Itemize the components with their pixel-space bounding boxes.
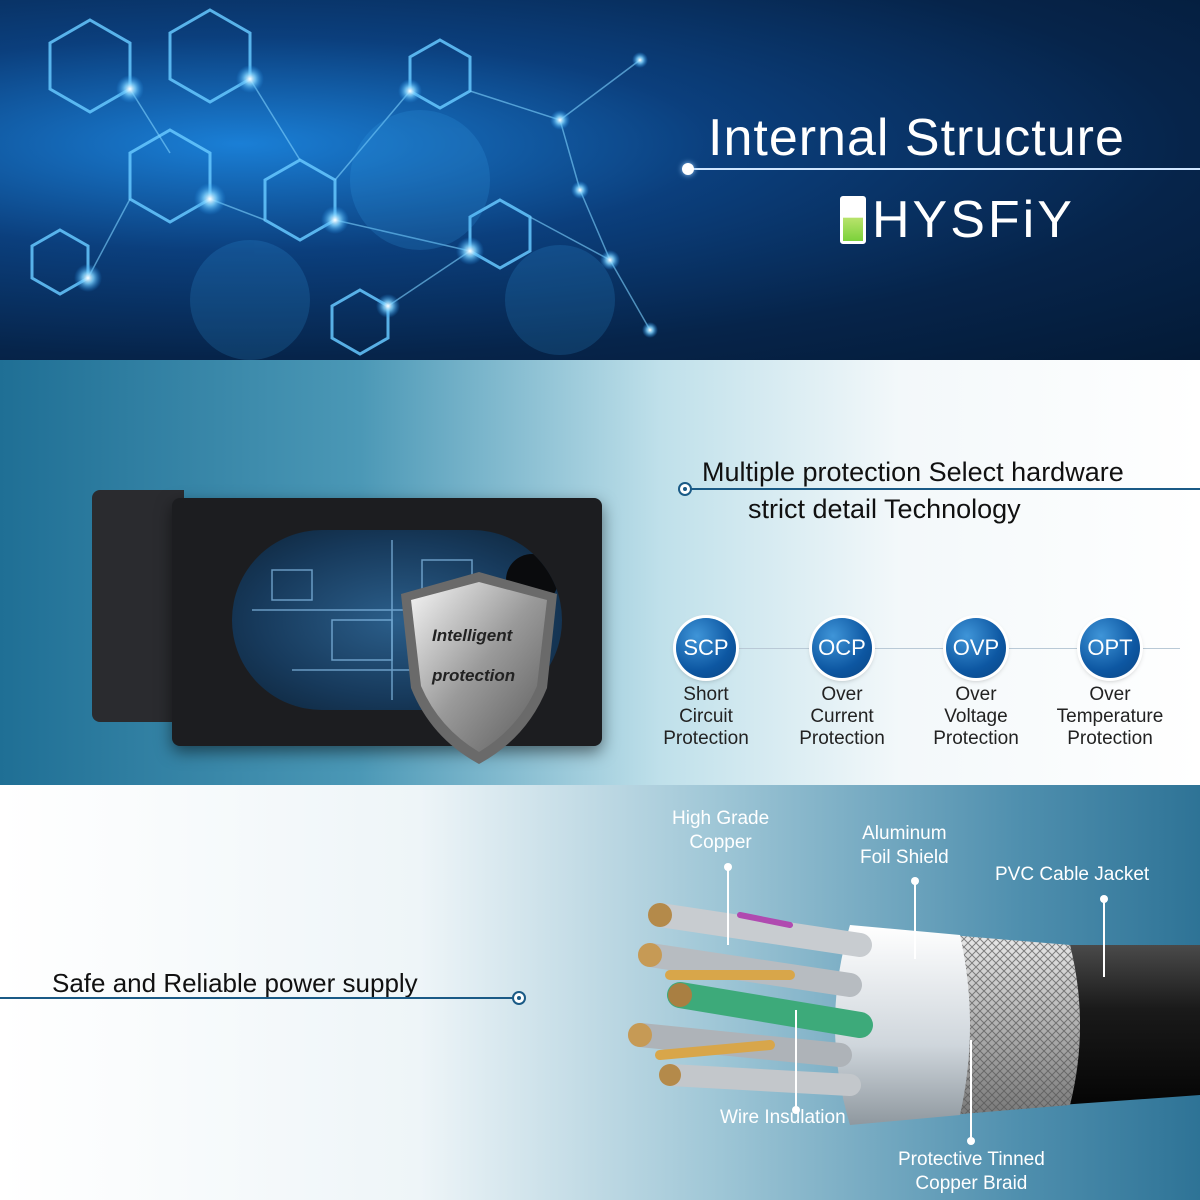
leader-dot (967, 1137, 975, 1145)
leader-line (970, 1040, 972, 1140)
title-bullet-dot (682, 163, 694, 175)
tagline-bullet-dot (512, 991, 526, 1005)
leader-line (1103, 897, 1105, 977)
badges-connector-line (680, 648, 1180, 649)
brand-logo: HYSFiY (840, 190, 1075, 250)
page-title: Internal Structure (708, 109, 1125, 167)
molecule-network-graphic (30, 8, 658, 360)
cable-section: Safe and Reliable power supply (0, 785, 1200, 1200)
protection-headline-line2: strict detail Technology (748, 494, 1021, 524)
badge-label: Over Voltage Protection (933, 684, 1019, 749)
battery-icon (840, 196, 866, 244)
protection-section: Intelligent protection Multiple protecti… (0, 360, 1200, 785)
badge-ovp: OVP Over Voltage Protection (906, 618, 1046, 750)
badge-ocp: OCP Over Current Protection (772, 618, 912, 750)
power-adapter-illustration: Intelligent protection (92, 490, 602, 764)
adapter-end-cap (92, 490, 184, 722)
leader-dot (792, 1106, 800, 1114)
leader-line (727, 865, 729, 945)
badge-label: Over Current Protection (799, 684, 885, 749)
label-wire-insulation: Wire Insulation (720, 1107, 846, 1128)
leader-dot (911, 877, 919, 885)
shield-icon (401, 572, 557, 764)
leader-dot (1100, 895, 1108, 903)
title-underline (688, 168, 1200, 170)
header-banner: Internal Structure HYSFiY (0, 0, 1200, 360)
label-aluminum-foil-shield: Aluminum Foil Shield (860, 823, 949, 868)
leader-dot (724, 863, 732, 871)
badge-opt: OPT Over Temperature Protection (1040, 618, 1180, 750)
cable-tagline: Safe and Reliable power supply (52, 968, 418, 998)
brand-name: HYSFiY (872, 191, 1075, 249)
badge-code: OPT (1080, 618, 1140, 678)
tagline-rule (0, 997, 520, 999)
badge-code: SCP (676, 618, 736, 678)
cable-cross-section-graphic (628, 903, 1200, 1125)
badge-scp: SCP Short Circuit Protection (636, 618, 776, 750)
label-high-grade-copper: High Grade Copper (672, 808, 770, 853)
badge-label: Short Circuit Protection (663, 684, 749, 749)
shield-text-line2: protection (432, 666, 516, 685)
label-protective-tinned-copper-braid: Protective Tinned Copper Braid (898, 1149, 1045, 1194)
leader-line (914, 879, 916, 959)
leader-line (795, 1010, 797, 1110)
headline-bullet-dot (678, 482, 692, 496)
label-pvc-cable-jacket: PVC Cable Jacket (995, 864, 1150, 885)
badge-code: OCP (812, 618, 872, 678)
shield-text-line1: Intelligent (432, 626, 513, 645)
badge-code: OVP (946, 618, 1006, 678)
headline-rule (688, 488, 1200, 490)
badge-label: Over Temperature Protection (1056, 684, 1164, 749)
protection-headline-line1: Multiple protection Select hardware (702, 457, 1124, 487)
